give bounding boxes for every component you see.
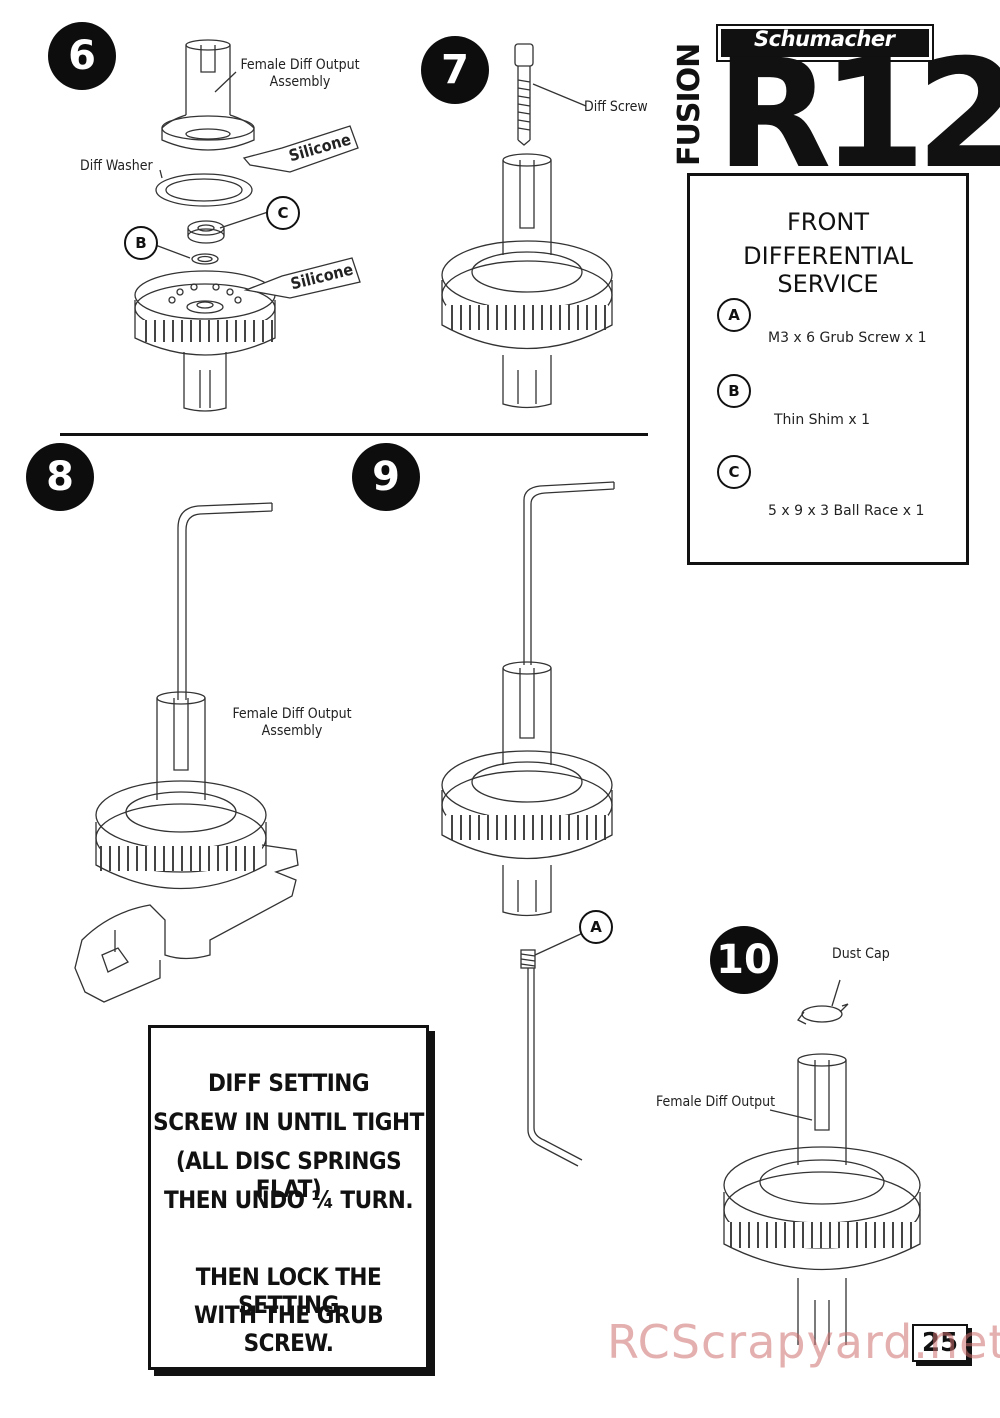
step6-shim-drawing bbox=[191, 253, 219, 265]
fusion-wordmark: FUSION bbox=[672, 43, 707, 166]
part-a-text: M3 x 6 Grub Screw x 1 bbox=[768, 330, 927, 346]
step9-female-diff-output-drawing bbox=[502, 661, 552, 765]
step8-pulley-drawing bbox=[95, 780, 267, 890]
step6-label-female-diff-output: Female Diff Output Assembly bbox=[240, 57, 360, 90]
step6-female-diff-output-drawing bbox=[161, 39, 255, 151]
step8-label-female-diff-output: Female Diff Output Assembly bbox=[232, 706, 352, 739]
step8-tool-drawing bbox=[74, 844, 299, 1003]
step6-callout-c: C bbox=[266, 196, 300, 230]
step10-pulley-drawing bbox=[723, 1146, 921, 1345]
step9-callout-a: A bbox=[579, 910, 613, 944]
step10-label-dust-cap: Dust Cap bbox=[832, 946, 890, 962]
brand-name: Schumacher bbox=[754, 27, 895, 51]
step-7-number: 7 bbox=[421, 36, 489, 104]
setting-line-3: (ALL DISC SPRINGS FLAT) bbox=[175, 1147, 402, 1203]
step6-silicone-tube-top bbox=[242, 125, 359, 173]
step-8-number: 8 bbox=[26, 443, 94, 511]
step9-pulley-drawing bbox=[441, 750, 613, 917]
parts-title-line2: DIFFERENTIAL SERVICE bbox=[743, 242, 913, 298]
step6-label-diff-washer: Diff Washer bbox=[80, 158, 153, 174]
step9-grub-screw-and-key bbox=[520, 931, 586, 1167]
step7-diff-screw-drawing bbox=[514, 43, 587, 146]
schumacher-logo: Schumacher bbox=[716, 24, 934, 62]
setting-line-2: SCREW IN UNTIL TIGHT bbox=[153, 1108, 424, 1136]
step-9-number: 9 bbox=[352, 443, 420, 511]
step6-diff-washer-drawing bbox=[155, 173, 253, 207]
step6-callout-b: B bbox=[124, 226, 158, 260]
step9-allen-key-drawing bbox=[523, 481, 615, 665]
parts-list-box: FRONT DIFFERENTIAL SERVICE A M3 x 6 Grub… bbox=[687, 173, 969, 565]
step10-label-female-diff-output: Female Diff Output bbox=[656, 1094, 776, 1110]
step10-female-diff-output-drawing bbox=[769, 1053, 847, 1165]
section-divider bbox=[60, 433, 648, 436]
setting-line-1: DIFF SETTING bbox=[207, 1069, 370, 1097]
step8-allen-key-drawing bbox=[177, 502, 273, 700]
step7-pulley-drawing bbox=[441, 240, 613, 409]
setting-line-5: THEN LOCK THE SETTING bbox=[195, 1263, 382, 1319]
part-a-callout: A bbox=[717, 298, 751, 332]
part-b-text: Thin Shim x 1 bbox=[774, 412, 871, 428]
setting-line-6: WITH THE GRUB SCREW. bbox=[193, 1301, 384, 1357]
part-c-text: 5 x 9 x 3 Ball Race x 1 bbox=[768, 503, 925, 519]
page-number: 25 bbox=[912, 1324, 968, 1362]
part-c-callout: C bbox=[717, 455, 751, 489]
part-b-callout: B bbox=[717, 374, 751, 408]
step6-silicone-tube-bottom bbox=[243, 257, 361, 299]
step10-dust-cap-drawing bbox=[797, 979, 849, 1025]
watermark: RCScrapyard.net bbox=[607, 1315, 1000, 1369]
step8-female-diff-output-drawing bbox=[156, 691, 206, 800]
parts-title-line1: FRONT bbox=[787, 208, 869, 236]
r12-wordmark: R12 bbox=[716, 28, 1000, 202]
diff-setting-instructions: DIFF SETTING SCREW IN UNTIL TIGHT (ALL D… bbox=[148, 1025, 429, 1370]
setting-line-4: THEN UNDO ¼ TURN. bbox=[163, 1186, 414, 1214]
step7-female-diff-output-drawing bbox=[502, 153, 552, 255]
step7-label-diff-screw: Diff Screw bbox=[584, 99, 648, 115]
step-6-number: 6 bbox=[48, 22, 116, 90]
step6-ball-race-drawing bbox=[187, 220, 225, 244]
step6-leader-lines bbox=[149, 71, 269, 259]
step-10-number: 10 bbox=[710, 926, 778, 994]
